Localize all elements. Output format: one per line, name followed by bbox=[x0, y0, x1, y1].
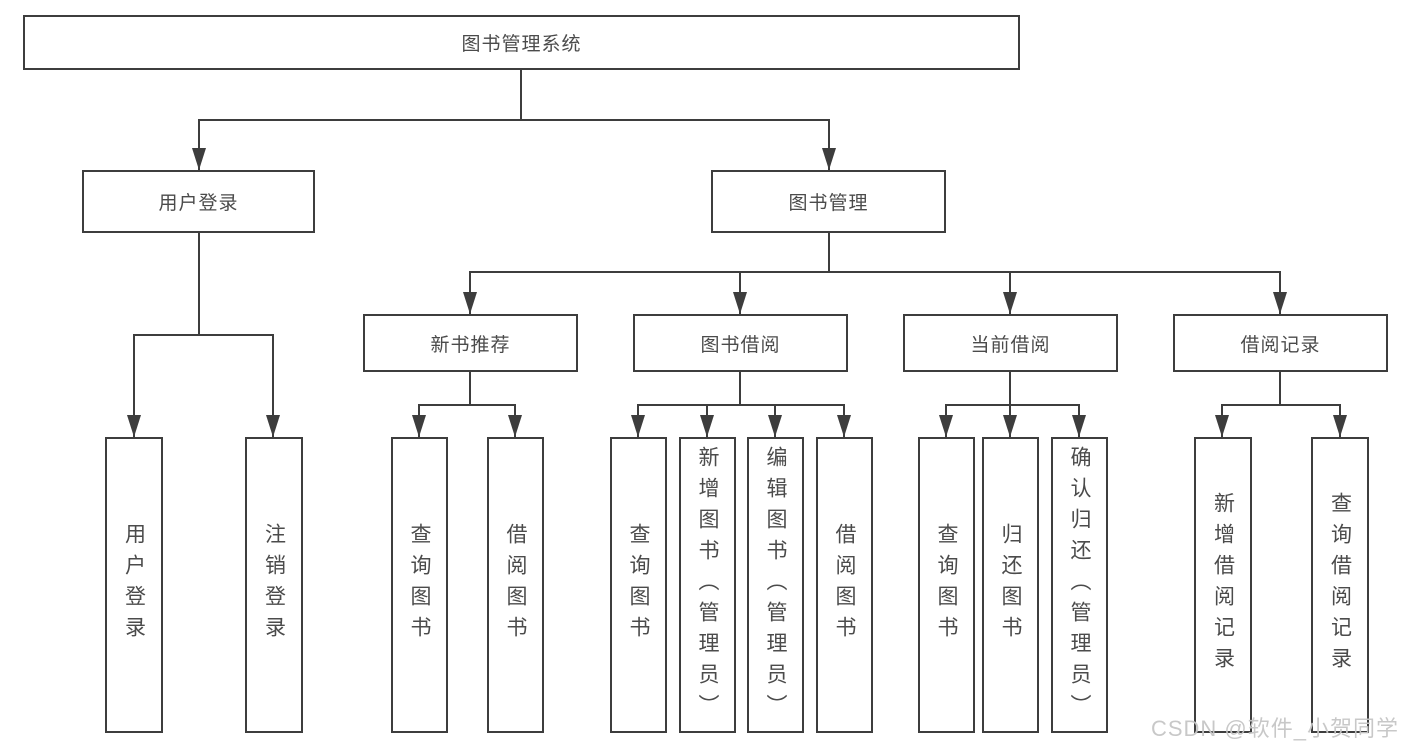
leaf-label: 新增图书（管理员） bbox=[696, 445, 719, 725]
connector-line bbox=[945, 404, 1080, 406]
node-confirm-return-admin: 确认归还（管理员） bbox=[1051, 437, 1108, 733]
leaf-label: 归还图书 bbox=[999, 523, 1022, 647]
arrow-down-icon bbox=[631, 415, 645, 437]
leaf-label: 借阅图书 bbox=[833, 523, 856, 647]
arrow-down-icon bbox=[1273, 292, 1287, 314]
node-book-borrowing: 图书借阅 bbox=[633, 314, 848, 372]
leaf-label: 注销登录 bbox=[262, 523, 286, 647]
arrow-down-icon bbox=[1003, 415, 1017, 437]
node-borrow-books-borrowing: 借阅图书 bbox=[816, 437, 873, 733]
connector-line bbox=[469, 371, 471, 406]
node-logout-leaf: 注销登录 bbox=[245, 437, 303, 733]
connector-line bbox=[469, 271, 1281, 273]
node-return-books: 归还图书 bbox=[982, 437, 1039, 733]
csdn-watermark: CSDN @软件_小贺同学 bbox=[1150, 716, 1399, 741]
arrow-down-icon bbox=[463, 292, 477, 314]
connector-line bbox=[637, 404, 845, 406]
connector-line bbox=[133, 334, 135, 437]
node-new-book-recommend: 新书推荐 bbox=[363, 314, 578, 372]
leaf-label: 查询图书 bbox=[627, 523, 650, 647]
leaf-label: 查询图书 bbox=[408, 523, 431, 647]
leaf-label: 查询图书 bbox=[935, 523, 958, 647]
leaf-label: 借阅图书 bbox=[504, 523, 527, 647]
node-user-login: 用户登录 bbox=[82, 170, 315, 233]
connector-line bbox=[520, 70, 522, 120]
node-add-borrow-record: 新增借阅记录 bbox=[1194, 437, 1252, 733]
node-user-login-leaf: 用户登录 bbox=[105, 437, 163, 733]
leaf-label: 编辑图书（管理员） bbox=[764, 445, 787, 725]
arrow-down-icon bbox=[837, 415, 851, 437]
arrow-down-icon bbox=[939, 415, 953, 437]
arrow-down-icon bbox=[266, 415, 280, 437]
node-borrow-books-recommend: 借阅图书 bbox=[487, 437, 544, 733]
arrow-down-icon bbox=[1215, 415, 1229, 437]
node-current-borrowing: 当前借阅 bbox=[903, 314, 1118, 372]
connector-line bbox=[1279, 371, 1281, 405]
arrow-down-icon bbox=[733, 292, 747, 314]
node-query-books-recommend: 查询图书 bbox=[391, 437, 448, 733]
node-query-borrow-record: 查询借阅记录 bbox=[1311, 437, 1369, 733]
connector-line bbox=[272, 334, 274, 437]
arrow-down-icon bbox=[508, 415, 522, 437]
leaf-label: 用户登录 bbox=[122, 523, 146, 647]
connector-line bbox=[133, 334, 274, 336]
connector-line bbox=[828, 119, 830, 170]
arrow-down-icon bbox=[192, 148, 206, 170]
arrow-down-icon bbox=[700, 415, 714, 437]
leaf-label: 查询借阅记录 bbox=[1328, 492, 1352, 678]
connector-line bbox=[198, 119, 830, 121]
node-query-books-current: 查询图书 bbox=[918, 437, 975, 733]
connector-line bbox=[828, 232, 830, 273]
arrow-down-icon bbox=[1003, 292, 1017, 314]
leaf-label: 新增借阅记录 bbox=[1211, 492, 1235, 678]
connector-line bbox=[1009, 371, 1011, 405]
connector-line bbox=[1221, 404, 1341, 406]
node-book-management-system: 图书管理系统 bbox=[23, 15, 1020, 70]
node-query-books-borrowing: 查询图书 bbox=[610, 437, 667, 733]
connector-line bbox=[739, 371, 741, 405]
node-edit-book-admin: 编辑图书（管理员） bbox=[747, 437, 804, 733]
connector-line bbox=[198, 232, 200, 336]
connector-line bbox=[198, 119, 200, 170]
arrow-down-icon bbox=[1333, 415, 1347, 437]
arrow-down-icon bbox=[822, 148, 836, 170]
arrow-down-icon bbox=[1072, 415, 1086, 437]
connector-line bbox=[418, 404, 516, 406]
arrow-down-icon bbox=[412, 415, 426, 437]
arrow-down-icon bbox=[127, 415, 141, 437]
node-borrowing-records: 借阅记录 bbox=[1173, 314, 1388, 372]
arrow-down-icon bbox=[768, 415, 782, 437]
node-book-management: 图书管理 bbox=[711, 170, 946, 233]
node-add-book-admin: 新增图书（管理员） bbox=[679, 437, 736, 733]
leaf-label: 确认归还（管理员） bbox=[1068, 445, 1091, 725]
